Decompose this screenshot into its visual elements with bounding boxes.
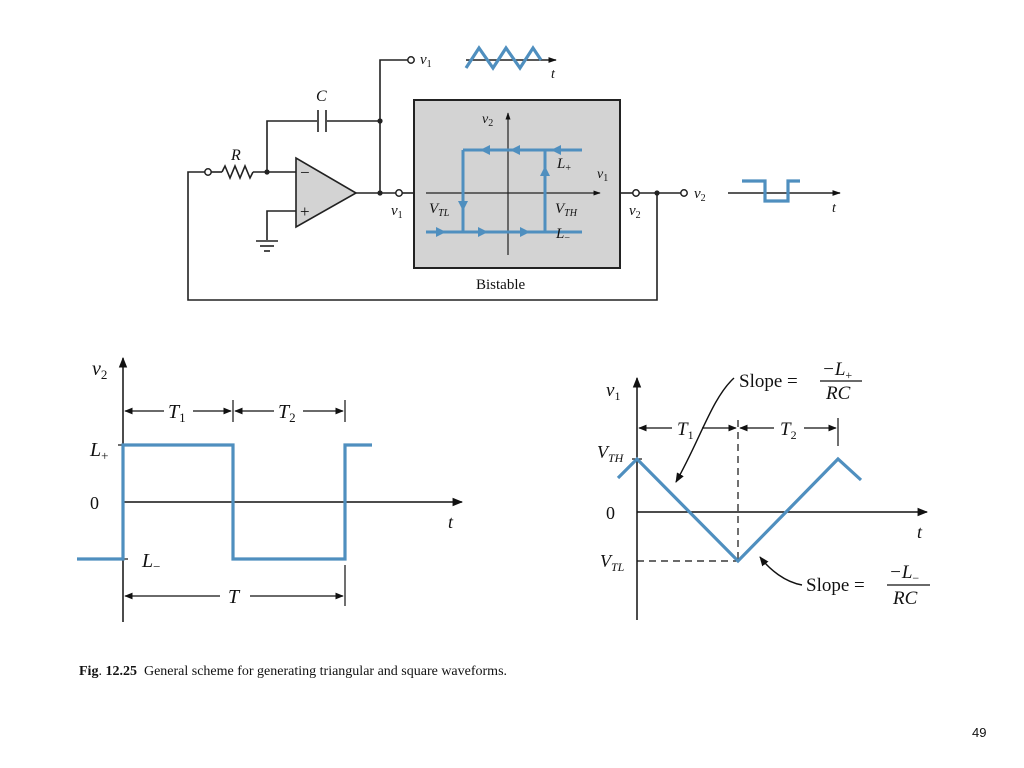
- t1-label: T1: [168, 401, 186, 425]
- junction-dot: [377, 190, 383, 196]
- slope-top-word: Slope =: [739, 371, 798, 392]
- feedback-wire: [187, 171, 658, 301]
- square-wave-icon: t: [728, 179, 841, 216]
- zero-label: 0: [606, 503, 615, 523]
- junction-dot: [654, 190, 660, 196]
- square-wave-plot: v2 t 0 L+ L− T1 T2 T: [77, 356, 464, 622]
- slope-top-denominator: RC: [825, 383, 851, 404]
- vth-label: VTH: [597, 442, 625, 465]
- t-label: t: [832, 201, 837, 216]
- page-number: 49: [972, 725, 987, 740]
- opamp-symbol: [295, 156, 358, 229]
- t2-label: T2: [278, 401, 296, 425]
- v2-terminal: [680, 189, 688, 197]
- vtl-label: VTL: [429, 201, 450, 219]
- v2-output-label: v2: [694, 186, 706, 204]
- ground-wire: [266, 210, 296, 240]
- vth-label: VTH: [555, 201, 578, 219]
- t-axis-label: t: [917, 522, 923, 542]
- lminus-label: L−: [141, 550, 160, 574]
- circuit: R C v1 − + v1 v2: [187, 45, 841, 301]
- lplus-label: L+: [89, 439, 108, 463]
- ground-icon: [256, 240, 278, 252]
- bistable-title: Bistable: [476, 277, 526, 293]
- v1-terminal: [407, 56, 415, 64]
- square-waveform: [77, 443, 372, 561]
- triangle-waveform: [616, 456, 863, 564]
- slope-top-leader: [675, 377, 735, 483]
- v1-axis-label: v1: [597, 167, 608, 184]
- fig-number: 12.25: [105, 664, 137, 679]
- opamp-minus: −: [300, 163, 310, 182]
- capacitor-label: C: [316, 88, 327, 105]
- zero-label: 0: [90, 493, 99, 513]
- slope-bottom-word: Slope =: [806, 575, 865, 596]
- lplus-label: L+: [556, 156, 571, 174]
- slope-bottom-denominator: RC: [892, 588, 918, 609]
- fig-label: Fig: [79, 664, 99, 679]
- slope-bottom-numerator: −L−: [889, 562, 919, 585]
- bistable-output-label: v2: [629, 203, 641, 221]
- v1-top-label: v1: [420, 52, 432, 70]
- t-axis-label: t: [448, 512, 454, 532]
- resistor-label: R: [230, 147, 241, 164]
- triangle-wave-icon: t: [464, 45, 557, 82]
- opamp-plus: +: [300, 202, 310, 221]
- bistable-block: v2 v1 L+ L− VTL VTH Bistable: [413, 99, 621, 293]
- period-label: T: [228, 586, 241, 608]
- bistable-input-terminal: [395, 189, 403, 197]
- fig-dot: .: [98, 664, 106, 679]
- slope-top-numerator: −L+: [822, 359, 852, 382]
- figure-caption: Fig. 12.25 General scheme for generating…: [79, 664, 507, 680]
- input-terminal: [204, 168, 212, 176]
- resistor-symbol: [221, 163, 254, 181]
- t2-label: T2: [780, 419, 797, 442]
- hysteresis-loop: [426, 145, 582, 237]
- wire: [379, 59, 408, 193]
- slope-bottom-leader: [759, 556, 803, 586]
- triangle-wave-plot: v1 t 0 VTH VTL T1 T2 Slope = −L+ RC Slop…: [597, 359, 930, 620]
- bistable-input-label: v1: [391, 203, 403, 221]
- lminus-label: L−: [555, 226, 570, 244]
- bistable-output-terminal: [632, 189, 640, 197]
- caption-text: General scheme for generating triangular…: [143, 664, 508, 679]
- v2-axis-label: v2: [92, 358, 107, 382]
- vtl-label: VTL: [600, 551, 625, 574]
- v2-axis-label: v2: [482, 112, 493, 129]
- t1-label: T1: [677, 419, 694, 442]
- wire: [266, 120, 317, 172]
- v1-axis-label: v1: [606, 380, 620, 403]
- t-label: t: [551, 67, 556, 82]
